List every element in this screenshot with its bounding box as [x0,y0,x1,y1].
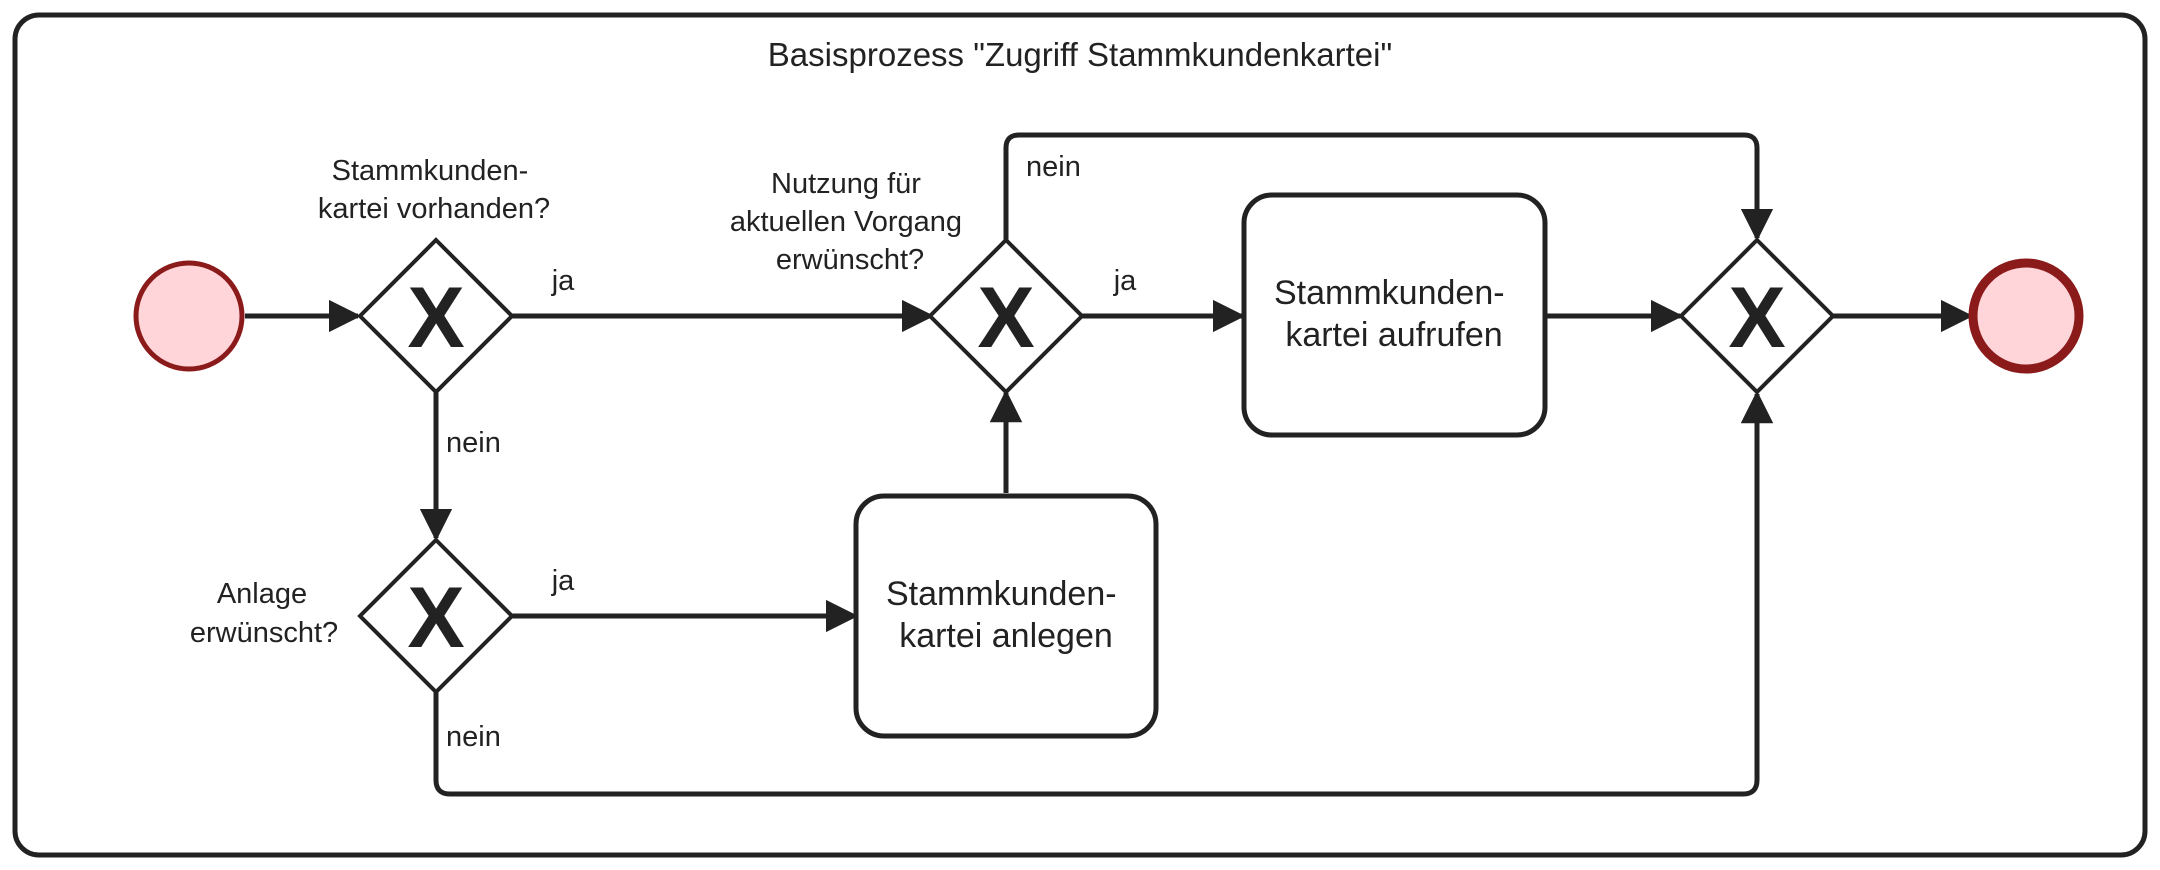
gateway-merge: X [1678,237,1836,395]
flow-label-g2-nein: nein [1026,151,1081,183]
flow-label-g1-ja: ja [551,265,575,297]
flow-label-g3-nein: nein [446,721,501,753]
task-label-line: kartei aufrufen [1285,316,1502,354]
flow-label-g3-ja: ja [551,565,575,597]
task-stammkundenkartei-anlegen: Stammkunden- kartei anlegen [853,493,1159,739]
gateway-question-line: Anlage [217,578,307,610]
task-label-line: Stammkunden- [886,575,1117,613]
gateway-question: Stammkunden- kartei vorhanden? [318,155,550,225]
gateway-x-mark: X [407,570,464,666]
flow-label-g2-ja: ja [1113,265,1137,297]
gateway-stammkundenkartei-vorhanden: X [357,237,515,395]
gateway-x-mark: X [977,270,1034,366]
start-event [133,260,245,372]
gateway-question-line: Stammkunden- [332,155,529,187]
gateway-anlage-erwuenscht: X [357,537,515,695]
process-pool [12,12,2148,858]
gateway-question-line: aktuellen Vorgang [730,206,962,238]
gateway-diamond [927,237,1085,395]
gateway-question: Anlage erwünscht? [190,578,338,649]
flow-g3-nein [433,390,1774,797]
flow-label-g1-nein: nein [446,427,501,459]
task-label: Stammkunden- kartei anlegen [886,575,1126,655]
gateway-diamond [357,537,515,695]
gateway-question-line: Nutzung für [771,168,921,200]
gateway-question-line: erwünscht? [190,617,338,649]
gateway-question-line: erwünscht? [776,244,924,276]
pool-title: Basisprozess "Zugriff Stammkundenkartei" [768,36,1392,73]
flow-g2-nein [1003,132,1774,242]
task-label: Stammkunden- kartei aufrufen [1274,274,1514,354]
gateway-question-line: kartei vorhanden? [318,193,550,225]
task-stammkundenkartei-aufrufen: Stammkunden- kartei aufrufen [1241,192,1548,438]
task-label-line: Stammkunden- [1274,274,1505,312]
task-box [1241,192,1548,438]
gateway-x-mark: X [1728,270,1785,366]
task-label-line: kartei anlegen [899,617,1113,655]
gateway-question: Nutzung für aktuellen Vorgang erwünscht? [730,168,970,276]
task-box [853,493,1159,739]
sequence-flows [245,132,1974,797]
gateway-diamond [1678,237,1836,395]
gateway-nutzung-erwuenscht: X [927,237,1085,395]
gateway-x-mark: X [407,270,464,366]
gateway-diamond [357,237,515,395]
end-event [1968,258,2084,374]
